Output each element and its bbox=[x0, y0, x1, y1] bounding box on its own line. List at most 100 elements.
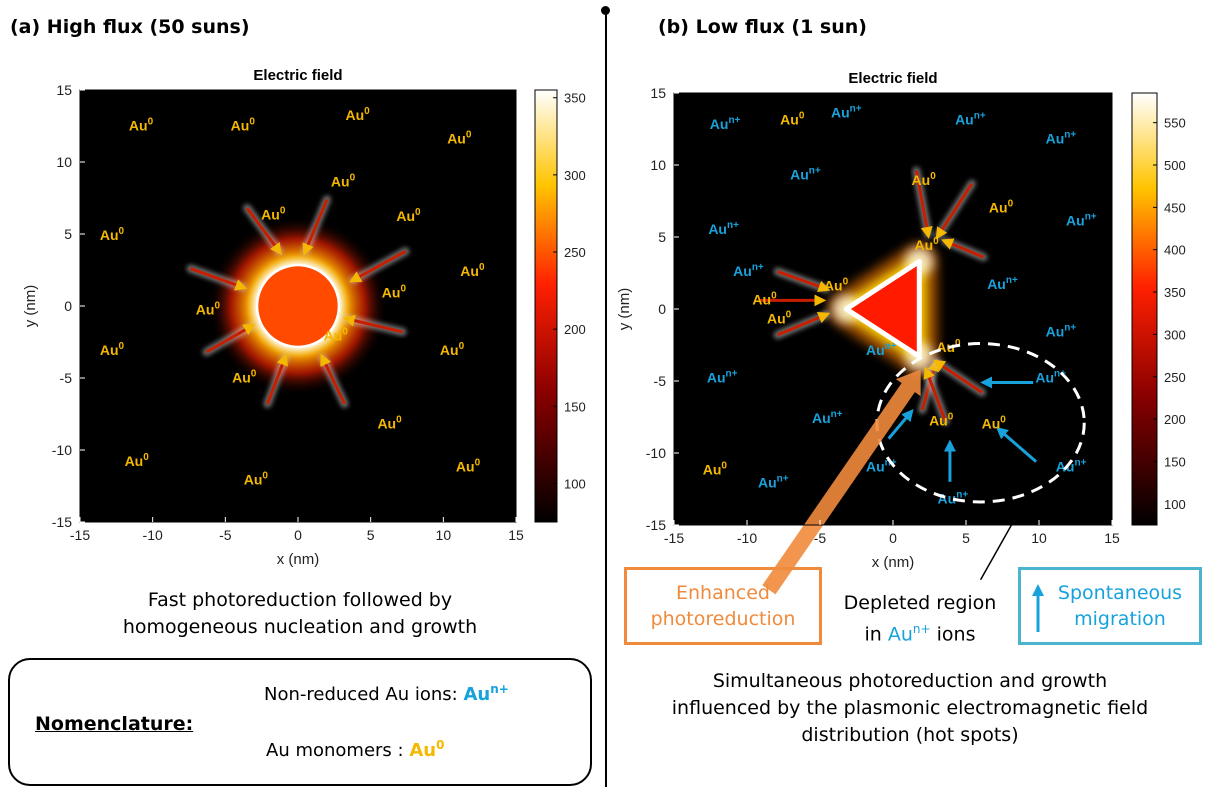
spont-line2: migration bbox=[1074, 608, 1166, 630]
y-tick-label: 0 bbox=[658, 301, 666, 317]
particle-triangle bbox=[843, 258, 922, 360]
aun-label: Aun+ bbox=[987, 275, 1018, 292]
nomenclature-monomers-sup: 0 bbox=[436, 738, 445, 752]
au0-label: Au0 bbox=[196, 301, 221, 318]
x-tick-label: 0 bbox=[294, 527, 302, 543]
y-tick-label: -15 bbox=[646, 517, 666, 533]
au0-label: Au0 bbox=[232, 368, 257, 385]
depleted-ion: Au bbox=[887, 623, 913, 646]
monomer-arrow bbox=[205, 323, 256, 354]
enhanced-line1: Enhanced bbox=[676, 582, 770, 604]
monomer-arrow bbox=[342, 314, 403, 334]
nomenclature-ions-sup: n+ bbox=[490, 682, 509, 696]
au0-label: Au0 bbox=[125, 452, 150, 469]
y-tick-label: -5 bbox=[654, 373, 667, 389]
spont-line1: Spontaneous bbox=[1057, 582, 1183, 604]
au0-label: Au0 bbox=[780, 111, 805, 128]
monomer-arrow bbox=[302, 198, 329, 256]
au0-label: Au0 bbox=[129, 116, 154, 133]
x-axis-label: x (nm) bbox=[277, 551, 320, 568]
y-axis-label: y (nm) bbox=[616, 288, 633, 331]
nomenclature-monomers-label: Au monomers : bbox=[266, 740, 410, 761]
au0-label: Au0 bbox=[989, 199, 1014, 216]
particle-sphere bbox=[258, 266, 338, 346]
panel-a-caption-line1: Fast photoreduction followed by bbox=[147, 589, 453, 611]
monomer-arrow bbox=[266, 353, 288, 405]
depleted-prefix: in bbox=[864, 623, 888, 646]
y-tick-label: 10 bbox=[650, 157, 666, 173]
nomenclature-monomers-symbol: Au bbox=[409, 740, 437, 761]
au0-label: Au0 bbox=[244, 471, 269, 488]
y-tick-label: 5 bbox=[64, 226, 72, 242]
enhanced-photoreduction-box: Enhanced photoreduction bbox=[624, 567, 822, 645]
y-axis-label: y (nm) bbox=[22, 285, 39, 328]
monomer-arrow bbox=[320, 353, 346, 405]
migration-arrow bbox=[995, 426, 1038, 463]
aun-label: Aun+ bbox=[812, 409, 843, 426]
big-arrow-shape bbox=[762, 369, 921, 595]
monomer-arrow bbox=[245, 207, 282, 256]
monomer-arrow bbox=[923, 366, 947, 422]
aun-label: Aun+ bbox=[938, 489, 969, 506]
nomenclature-ions-label: Non-reduced Au ions: bbox=[264, 684, 464, 705]
au0-label: Au0 bbox=[936, 338, 961, 355]
aun-label: Aun+ bbox=[758, 474, 789, 491]
panel-a-caption-line2: homogeneous nucleation and growth bbox=[122, 616, 478, 638]
enhanced-line2: photoreduction bbox=[650, 608, 796, 630]
nomenclature-box: Nomenclature: Non-reduced Au ions: Aun+ … bbox=[8, 658, 592, 786]
monomer-arrow bbox=[914, 170, 933, 239]
colorbar-tick-label: 200 bbox=[564, 322, 586, 337]
panel-a-title: (a) High flux (50 suns) bbox=[10, 16, 250, 38]
enhanced-photoreduction-arrow bbox=[762, 369, 921, 595]
au0-label: Au0 bbox=[703, 461, 728, 478]
au0-label: Au0 bbox=[824, 276, 849, 293]
aun-label: Aun+ bbox=[1046, 322, 1077, 339]
colorbar-tick-label: 150 bbox=[1164, 454, 1186, 469]
aun-label: Aun+ bbox=[1035, 368, 1066, 385]
depleted-line2: in Aun+ ions bbox=[830, 616, 1010, 647]
depleted-region-label: Depleted region in Aun+ ions bbox=[830, 590, 1010, 647]
panel-b-caption-line1: Simultaneous photoreduction and growth bbox=[712, 670, 1108, 692]
colorbar-tick-label: 450 bbox=[1164, 200, 1186, 215]
colorbar-tick-label: 250 bbox=[1164, 370, 1186, 385]
x-tick-label: 10 bbox=[1031, 530, 1047, 546]
nomenclature-ions: Non-reduced Au ions: Aun+ bbox=[264, 682, 509, 705]
au0-label: Au0 bbox=[767, 309, 792, 326]
colorbar-tick-label: 300 bbox=[1164, 327, 1186, 342]
colorbar-tick-label: 250 bbox=[564, 245, 586, 260]
monomer-arrow bbox=[777, 270, 831, 293]
colorbar-tick-label: 200 bbox=[1164, 412, 1186, 427]
colorbar-tick-label: 300 bbox=[564, 168, 586, 183]
x-tick-label: 5 bbox=[367, 527, 375, 543]
au0-label: Au0 bbox=[100, 226, 125, 243]
au0-label: Au0 bbox=[752, 291, 777, 308]
panel-b-caption-line3: distribution (hot spots) bbox=[801, 724, 1019, 746]
aun-label: Aun+ bbox=[955, 111, 986, 128]
x-tick-label: -5 bbox=[219, 527, 232, 543]
colorbar-tick-label: 100 bbox=[564, 476, 586, 491]
y-tick-label: 0 bbox=[64, 298, 72, 314]
y-tick-label: 15 bbox=[650, 85, 666, 101]
au0-label: Au0 bbox=[100, 341, 125, 358]
nomenclature-monomers: Au monomers : Au0 bbox=[266, 738, 444, 761]
x-tick-label: 0 bbox=[889, 530, 897, 546]
x-tick-label: -5 bbox=[814, 530, 827, 546]
au0-label: Au0 bbox=[377, 414, 402, 431]
au0-label: Au0 bbox=[914, 236, 939, 253]
x-tick-label: 15 bbox=[1104, 530, 1120, 546]
colorbar-tick-label: 350 bbox=[1164, 285, 1186, 300]
au0-label: Au0 bbox=[396, 207, 421, 224]
au0-label: Au0 bbox=[460, 262, 485, 279]
aun-label: Aun+ bbox=[707, 368, 738, 385]
aun-label: Aun+ bbox=[866, 341, 897, 358]
panel-b-title: (b) Low flux (1 sun) bbox=[658, 16, 867, 38]
colorbar-tick-label: 350 bbox=[564, 91, 586, 106]
au0-label: Au0 bbox=[261, 206, 286, 223]
x-tick-label: 5 bbox=[962, 530, 970, 546]
aun-label: Aun+ bbox=[710, 115, 741, 132]
colorbar-tick-label: 400 bbox=[1164, 243, 1186, 258]
chart-title: Electric field bbox=[848, 70, 937, 87]
au0-label: Au0 bbox=[982, 415, 1007, 432]
